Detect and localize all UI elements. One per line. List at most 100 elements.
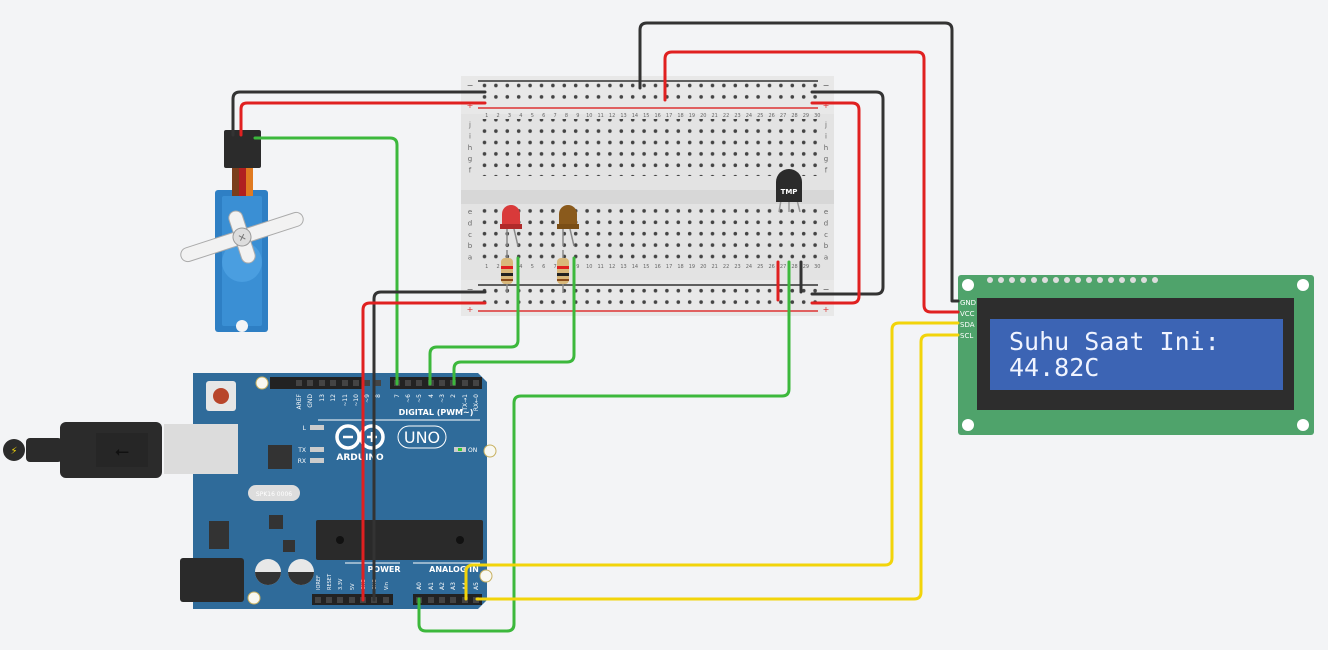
chip-dot-1 (336, 536, 344, 544)
digital-pin-label: 12 (330, 394, 337, 402)
lcd-pin-gnd[interactable]: GND (960, 299, 976, 307)
column-label: 30 (814, 264, 820, 270)
digital-pin-socket[interactable] (473, 380, 479, 386)
resistor-1[interactable] (501, 250, 513, 293)
power-pin-socket[interactable] (315, 597, 321, 603)
digital-pin-socket[interactable] (462, 380, 468, 386)
power-pin-label: 5V (350, 583, 356, 590)
digital-pin-socket[interactable] (319, 380, 325, 386)
analog-pin-socket[interactable] (428, 597, 434, 603)
power-pin-socket[interactable] (383, 597, 389, 603)
digital-pin-socket[interactable] (364, 380, 370, 386)
wire-servo-gnd[interactable] (231, 90, 487, 137)
wire-arduino-5v[interactable] (361, 301, 487, 602)
usb-cable[interactable]: ⭠ ⚡ (3, 422, 162, 478)
power-pin-socket[interactable] (326, 597, 332, 603)
wire-lcd-vcc[interactable] (663, 50, 960, 314)
lcd-i2c-module[interactable]: Suhu Saat Ini: 44.82C GND VCC SDA SCL (958, 275, 1314, 435)
lcd-line-2: 44.82C (1009, 353, 1099, 382)
row-label: g (824, 155, 828, 163)
led-red[interactable] (500, 205, 522, 247)
digital-pin-socket[interactable] (330, 380, 336, 386)
capacitor-2-band (288, 572, 314, 585)
power-pin-label: RESET (327, 573, 333, 590)
resistor-2[interactable] (557, 250, 569, 293)
digital-pin-socket[interactable] (353, 380, 359, 386)
usb-cable-end (3, 439, 25, 461)
temperature-sensor[interactable]: TMP (776, 169, 802, 213)
power-pin-label: 3.3V (338, 578, 344, 590)
column-label: 27 (780, 264, 786, 270)
digital-pin-label: AREF (296, 393, 303, 409)
column-label: 26 (769, 264, 775, 270)
digital-header-right[interactable] (390, 377, 482, 389)
lcd-mount-hole-3 (962, 419, 974, 431)
capacitor-1-band (255, 572, 281, 585)
wire-lcd-scl[interactable] (475, 333, 960, 601)
mount-hole-3 (247, 591, 261, 605)
lcd-header-pin (1141, 277, 1147, 283)
wire-servo-signal[interactable] (253, 136, 399, 386)
mount-hole-2 (483, 444, 497, 458)
servo-motor[interactable]: ✕ (173, 130, 311, 332)
digital-pin-socket[interactable] (307, 380, 313, 386)
analog-pin-socket[interactable] (450, 597, 456, 603)
wire-arduino-gnd[interactable] (372, 290, 487, 602)
lcd-screen (990, 319, 1283, 390)
digital-pin-socket[interactable] (405, 380, 411, 386)
digital-pin-socket[interactable] (439, 380, 445, 386)
rail-minus-label: − (467, 81, 474, 90)
digital-pin-socket[interactable] (416, 380, 422, 386)
column-label: 29 (803, 113, 809, 119)
column-label: 4 (519, 264, 522, 270)
power-pin-socket[interactable] (337, 597, 343, 603)
mount-hole-1 (255, 376, 269, 390)
column-label: 17 (666, 113, 672, 119)
digital-pin-socket[interactable] (375, 380, 381, 386)
wire-servo-vcc[interactable] (239, 101, 487, 137)
power-jack[interactable] (180, 558, 244, 602)
lcd-header-pin (1130, 277, 1136, 283)
lcd-pin-scl[interactable]: SCL (960, 332, 973, 340)
wire-led-yellow-pin2[interactable] (452, 256, 576, 386)
column-label: 14 (632, 113, 638, 119)
wire-lcd-gnd[interactable] (638, 21, 960, 303)
small-chip (269, 515, 283, 529)
column-label: 27 (780, 113, 786, 119)
column-label: 11 (598, 264, 604, 270)
digital-pin-socket[interactable] (296, 380, 302, 386)
analog-pin-label: A1 (428, 582, 435, 590)
digital-header-label: DIGITAL (PWM~) (399, 408, 474, 417)
row-label: d (824, 219, 828, 227)
wire-rail-gnd-bridge[interactable] (810, 90, 885, 296)
column-label: 15 (643, 264, 649, 270)
digital-header-left[interactable] (270, 377, 362, 389)
wire-tmp-signal-a0[interactable] (417, 260, 791, 633)
analog-pin-label: A3 (450, 582, 457, 590)
wire-led-red-pin4[interactable] (428, 256, 520, 386)
power-pin-socket[interactable] (349, 597, 355, 603)
analog-header[interactable] (413, 594, 482, 605)
column-label: 13 (620, 264, 626, 270)
column-label: 22 (723, 113, 729, 119)
servo-connector[interactable] (224, 130, 261, 168)
atmega-chip (316, 520, 483, 560)
analog-pin-label: A0 (416, 582, 423, 590)
breadboard[interactable]: 1122334455667788991010111112121313141415… (461, 76, 834, 316)
column-label: 1 (485, 113, 488, 119)
column-label: 5 (531, 264, 534, 270)
digital-pin-socket[interactable] (342, 380, 348, 386)
wire-lcd-sda[interactable] (464, 321, 960, 601)
usb-port[interactable] (164, 424, 238, 474)
reset-button-cap[interactable] (213, 388, 229, 404)
wire-rail-vcc-bridge[interactable] (810, 101, 861, 305)
led-yellow[interactable] (557, 205, 579, 247)
uno-label: UNO (404, 428, 440, 447)
lcd-pin-vcc[interactable]: VCC (960, 310, 975, 318)
lcd-pin-sda[interactable]: SDA (960, 321, 975, 329)
lcd-mount-hole-1 (962, 279, 974, 291)
analog-pin-socket[interactable] (439, 597, 445, 603)
servo-horn[interactable]: ✕ (173, 192, 311, 283)
lcd-line-1: Suhu Saat Ini: (1009, 327, 1220, 356)
